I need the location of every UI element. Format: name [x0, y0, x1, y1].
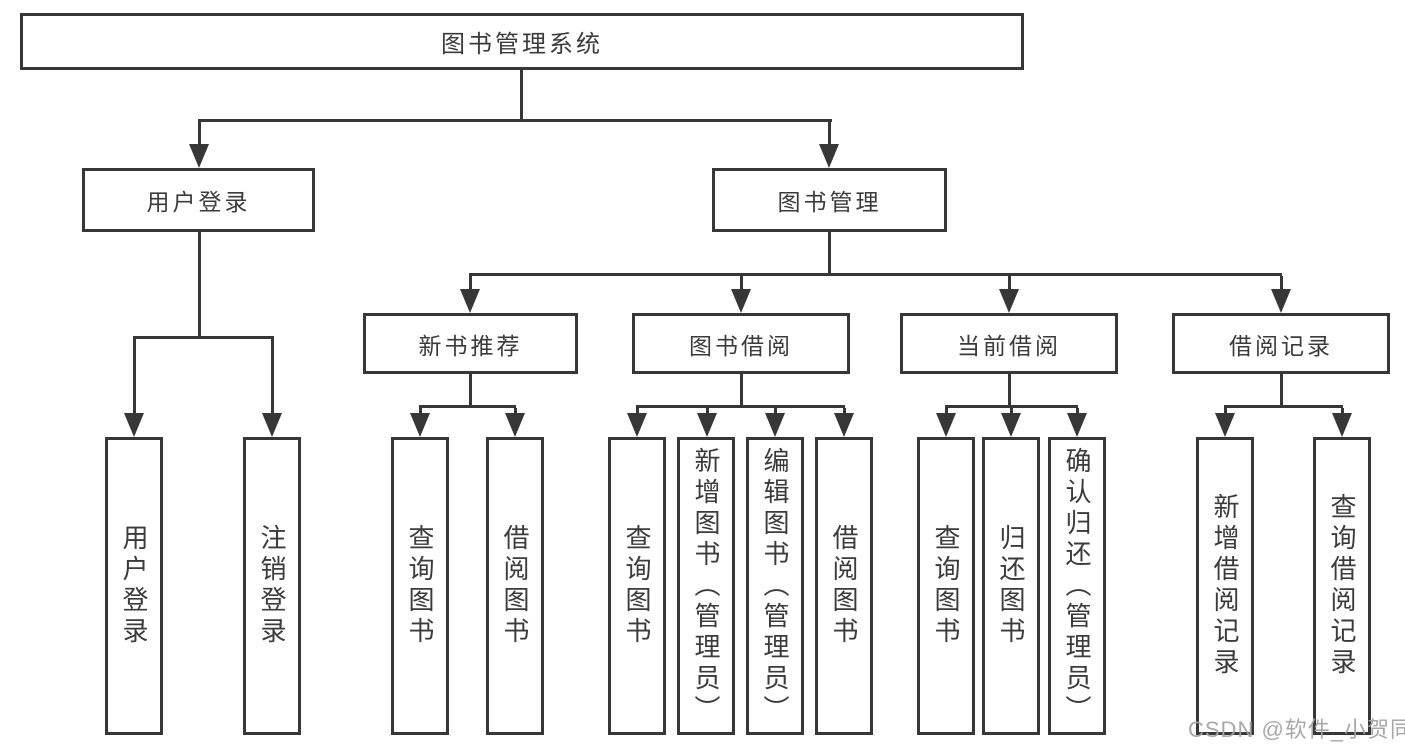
connector-line — [1010, 408, 1013, 413]
node-leaf-add-book-admin: 新增图书（管理员） — [677, 437, 735, 735]
connector-line — [1224, 405, 1343, 408]
arrow-down-icon — [1067, 413, 1087, 437]
connector-line — [740, 276, 743, 289]
arrow-down-icon — [819, 144, 839, 168]
node-leaf-edit-book-admin: 编辑图书（管理员） — [746, 437, 804, 735]
arrow-down-icon — [262, 413, 282, 437]
connector-line — [133, 336, 274, 339]
arrow-down-icon — [1001, 413, 1021, 437]
node-user-login: 用户登录 — [82, 168, 315, 232]
arrow-down-icon — [410, 413, 430, 437]
connector-line — [271, 339, 274, 413]
node-leaf-confirm-return-admin: 确认归还（管理员） — [1048, 437, 1106, 735]
node-leaf-borrow-book-rec: 借阅图书 — [486, 437, 544, 735]
node-book-borrow: 图书借阅 — [632, 313, 850, 374]
node-current-borrow: 当前借阅 — [900, 313, 1118, 374]
connector-line — [636, 405, 845, 408]
node-leaf-logout: 注销登录 — [243, 437, 301, 735]
arrow-down-icon — [999, 289, 1019, 313]
connector-line — [774, 408, 777, 413]
connector-line — [740, 374, 743, 408]
arrow-down-icon — [460, 289, 480, 313]
node-leaf-query-book-current: 查询图书 — [917, 437, 975, 735]
connector-line — [828, 122, 831, 144]
node-root: 图书管理系统 — [20, 13, 1024, 70]
arrow-down-icon — [505, 413, 525, 437]
connector-line — [198, 232, 201, 339]
node-book-mgmt: 图书管理 — [712, 168, 947, 232]
connector-line — [198, 122, 201, 144]
node-borrow-record: 借阅记录 — [1172, 313, 1390, 374]
connector-line — [945, 405, 1078, 408]
arrow-down-icon — [627, 413, 647, 437]
arrow-down-icon — [936, 413, 956, 437]
connector-line — [636, 408, 639, 413]
connector-line — [514, 408, 517, 413]
node-new-book-rec: 新书推荐 — [363, 313, 578, 374]
connector-line — [1076, 408, 1079, 413]
connector-line — [706, 408, 709, 413]
connector-line — [1008, 276, 1011, 289]
connector-line — [945, 408, 948, 413]
node-leaf-borrow-book: 借阅图书 — [815, 437, 873, 735]
arrow-down-icon — [731, 289, 751, 313]
connector-line — [1280, 276, 1283, 289]
arrow-down-icon — [697, 413, 717, 437]
node-leaf-query-book: 查询图书 — [608, 437, 666, 735]
connector-line — [469, 374, 472, 408]
node-leaf-add-borrow-record: 新增借阅记录 — [1196, 437, 1254, 735]
arrow-down-icon — [124, 413, 144, 437]
connector-line — [1341, 408, 1344, 413]
connector-line — [1008, 374, 1011, 408]
connector-line — [1280, 374, 1283, 408]
connector-line — [198, 119, 832, 122]
connector-line — [1224, 408, 1227, 413]
arrow-down-icon — [765, 413, 785, 437]
connector-line — [520, 70, 523, 122]
connector-line — [828, 232, 831, 276]
connector-line — [469, 276, 472, 289]
connector-line — [419, 405, 516, 408]
connector-line — [419, 408, 422, 413]
watermark: CSDN @软件_小贺同学 — [1188, 717, 1405, 742]
arrow-down-icon — [834, 413, 854, 437]
connector-line — [469, 273, 1282, 276]
node-leaf-user-login: 用户登录 — [105, 437, 163, 735]
arrow-down-icon — [1332, 413, 1352, 437]
node-leaf-return-book: 归还图书 — [982, 437, 1040, 735]
connector-line — [133, 339, 136, 413]
connector-line — [843, 408, 846, 413]
node-leaf-query-book-rec: 查询图书 — [391, 437, 449, 735]
arrow-down-icon — [189, 144, 209, 168]
node-leaf-query-borrow-record: 查询借阅记录 — [1313, 437, 1371, 735]
arrow-down-icon — [1271, 289, 1291, 313]
arrow-down-icon — [1215, 413, 1235, 437]
